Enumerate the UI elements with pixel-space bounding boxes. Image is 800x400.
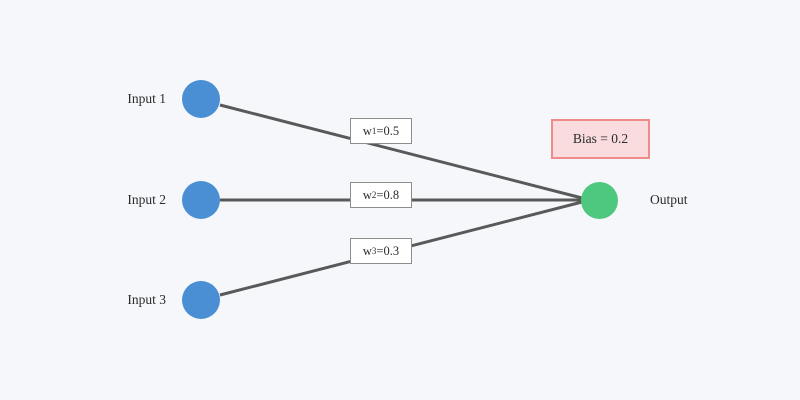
- weight-1-equals: =: [376, 123, 384, 138]
- weight-2-subscript: 2: [371, 190, 377, 200]
- weight-2-value: 0.8: [383, 187, 400, 202]
- weight-3-subscript: 3: [371, 246, 377, 256]
- input-node-3[interactable]: [182, 281, 220, 319]
- weight-1-symbol: w: [362, 123, 372, 138]
- output-label: Output: [650, 192, 688, 207]
- input-label-2: Input 2: [127, 192, 166, 207]
- input-label-3: Input 3: [127, 292, 166, 307]
- weight-2-equals: =: [376, 187, 384, 202]
- input-label-1: Input 1: [127, 91, 166, 106]
- weight-3-value: 0.3: [383, 243, 400, 258]
- weight-1-subscript: 1: [371, 126, 377, 136]
- edge-input1-to-output: [219, 103, 583, 200]
- input-node-1[interactable]: [182, 80, 220, 118]
- input-node-2[interactable]: [182, 181, 220, 219]
- weight-1-value: 0.5: [383, 123, 400, 138]
- weight-3-equals: =: [376, 243, 384, 258]
- weight-3-symbol: w: [362, 243, 372, 258]
- output-node[interactable]: [581, 182, 618, 219]
- bias-label: Bias = 0.2: [572, 131, 629, 146]
- weight-2-symbol: w: [362, 187, 372, 202]
- bias-box: Bias = 0.2: [551, 119, 650, 159]
